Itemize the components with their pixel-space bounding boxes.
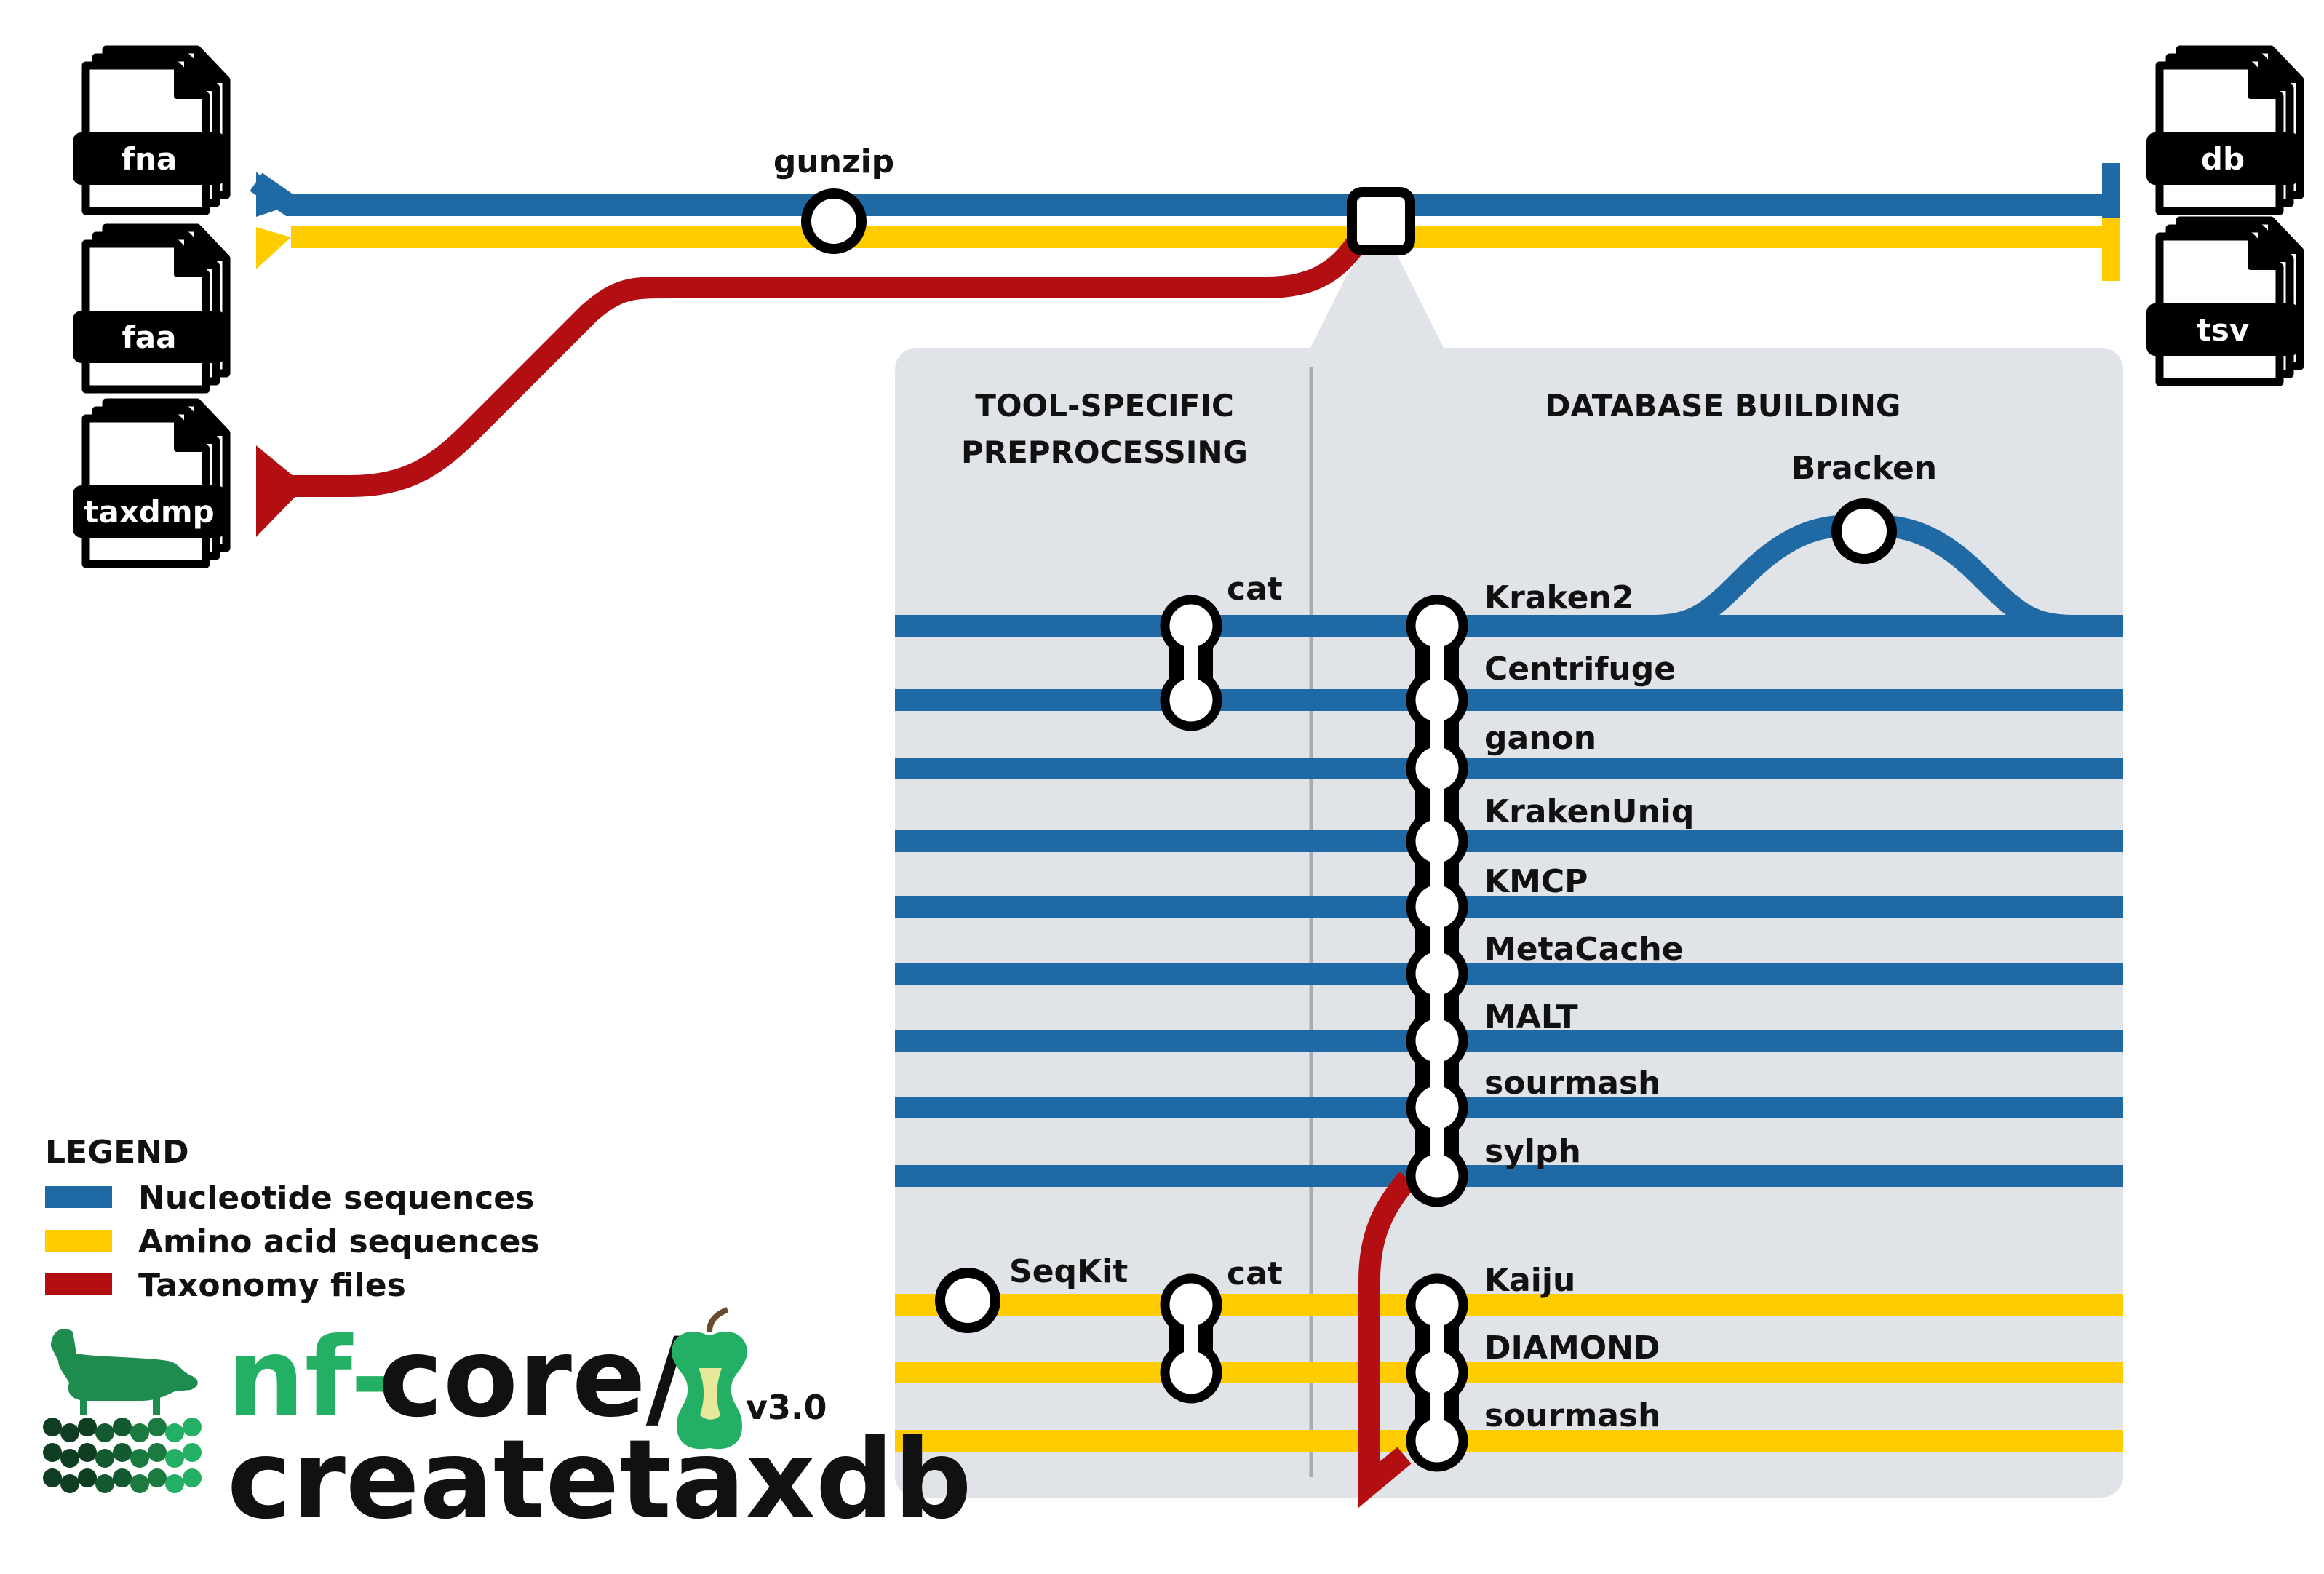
dachshund-icon bbox=[51, 1329, 198, 1415]
nucleotide-track bbox=[895, 689, 2123, 711]
nucleotide-tool-label: Kraken2 bbox=[1484, 579, 1633, 616]
main-lines bbox=[250, 163, 2120, 537]
output-files: db tsv bbox=[2146, 45, 2304, 386]
legend-title: LEGEND bbox=[45, 1134, 189, 1171]
bead-strands-icon bbox=[43, 1418, 202, 1493]
seqkit-station bbox=[935, 1268, 1000, 1333]
nucleotide-track bbox=[895, 1030, 2123, 1052]
taxonomy-line-start bbox=[256, 445, 306, 537]
panel-header-right: DATABASE BUILDING bbox=[1545, 388, 1901, 424]
legend: LEGEND Nucleotide sequences Amino acid s… bbox=[45, 1134, 540, 1304]
input-file-taxdmp-label: taxdmp bbox=[84, 494, 214, 530]
cat-bottom-connector bbox=[1160, 1273, 1222, 1404]
brand-name: createtaxdb bbox=[227, 1417, 972, 1543]
legend-label-amino: Amino acid sequences bbox=[138, 1223, 540, 1260]
amino-line-start bbox=[256, 227, 291, 269]
nucleotide-tool-label: KMCP bbox=[1484, 863, 1588, 900]
input-file-faa: faa bbox=[73, 223, 231, 394]
nucleotide-tool-label: MetaCache bbox=[1484, 931, 1684, 968]
nucleotide-track bbox=[895, 1097, 2123, 1118]
amino-tool-label: sourmash bbox=[1484, 1397, 1661, 1434]
interchange-station bbox=[1347, 187, 1415, 255]
amino-tool-label: DIAMOND bbox=[1484, 1329, 1660, 1367]
nucleotide-tool-label: KrakenUniq bbox=[1484, 793, 1694, 830]
input-file-fna-label: fna bbox=[122, 141, 178, 177]
output-file-tsv-label: tsv bbox=[2197, 312, 2249, 348]
taxonomy-branch bbox=[1358, 1172, 1417, 1509]
nucleotide-tool-label: sourmash bbox=[1484, 1065, 1661, 1102]
input-file-taxdmp: taxdmp bbox=[73, 398, 231, 568]
cat-bottom-label: cat bbox=[1227, 1255, 1283, 1292]
brand-core: core/ bbox=[378, 1315, 686, 1442]
legend-swatch-nucleotide bbox=[45, 1186, 112, 1208]
nucleotide-tool-label: MALT bbox=[1484, 998, 1578, 1036]
gunzip-label: gunzip bbox=[773, 143, 894, 180]
nucleotide-line-start bbox=[256, 172, 291, 217]
nucleotide-line-end bbox=[2102, 163, 2120, 227]
output-file-db-label: db bbox=[2201, 141, 2245, 177]
nucleotide-track bbox=[895, 1165, 2123, 1187]
nucleotide-track bbox=[895, 963, 2123, 985]
amino-track bbox=[895, 1430, 2123, 1452]
nucleotide-db-connector bbox=[1406, 595, 1468, 1207]
nucleotide-tool-label: Centrifuge bbox=[1484, 651, 1676, 688]
legend-swatch-amino bbox=[45, 1230, 112, 1252]
input-files: fna faa taxdmp bbox=[73, 45, 231, 568]
nucleotide-track bbox=[895, 615, 2123, 637]
amino-track bbox=[895, 1294, 2123, 1316]
brand-version: v3.0 bbox=[746, 1388, 827, 1427]
gunzip-station bbox=[801, 188, 867, 254]
nucleotide-track bbox=[895, 758, 2123, 779]
branding: nf- core/ createtaxdb v3.0 bbox=[43, 1307, 972, 1543]
nucleotide-track bbox=[895, 896, 2123, 918]
legend-label-taxonomy: Taxonomy files bbox=[138, 1267, 406, 1304]
nucleotide-tool-label: sylph bbox=[1484, 1133, 1581, 1170]
output-file-db: db bbox=[2146, 45, 2304, 215]
amino-track bbox=[895, 1362, 2123, 1383]
nucleotide-tool-label: ganon bbox=[1484, 720, 1596, 757]
input-file-faa-label: faa bbox=[122, 319, 177, 355]
nucleotide-track bbox=[895, 830, 2123, 852]
amino-tool-label: Kaiju bbox=[1484, 1262, 1575, 1299]
amino-line-end bbox=[2102, 218, 2120, 281]
bracken-station bbox=[1831, 498, 1897, 564]
input-file-fna: fna bbox=[73, 45, 231, 215]
tool-tracks bbox=[895, 615, 2123, 1452]
cat-top-label: cat bbox=[1227, 571, 1283, 608]
legend-label-nucleotide: Nucleotide sequences bbox=[138, 1180, 534, 1217]
apple-core-icon bbox=[672, 1307, 747, 1450]
legend-swatch-taxonomy bbox=[45, 1273, 112, 1295]
amino-db-connector bbox=[1406, 1273, 1468, 1472]
panel-header-left-1: TOOL-SPECIFIC bbox=[975, 388, 1234, 424]
output-file-tsv: tsv bbox=[2146, 216, 2304, 386]
brand-prefix: nf- bbox=[227, 1315, 396, 1442]
cat-top-connector bbox=[1160, 595, 1222, 731]
bracken-label: Bracken bbox=[1791, 450, 1937, 487]
seqkit-label: SeqKit bbox=[1009, 1253, 1128, 1290]
panel-header-left-2: PREPROCESSING bbox=[961, 434, 1248, 470]
